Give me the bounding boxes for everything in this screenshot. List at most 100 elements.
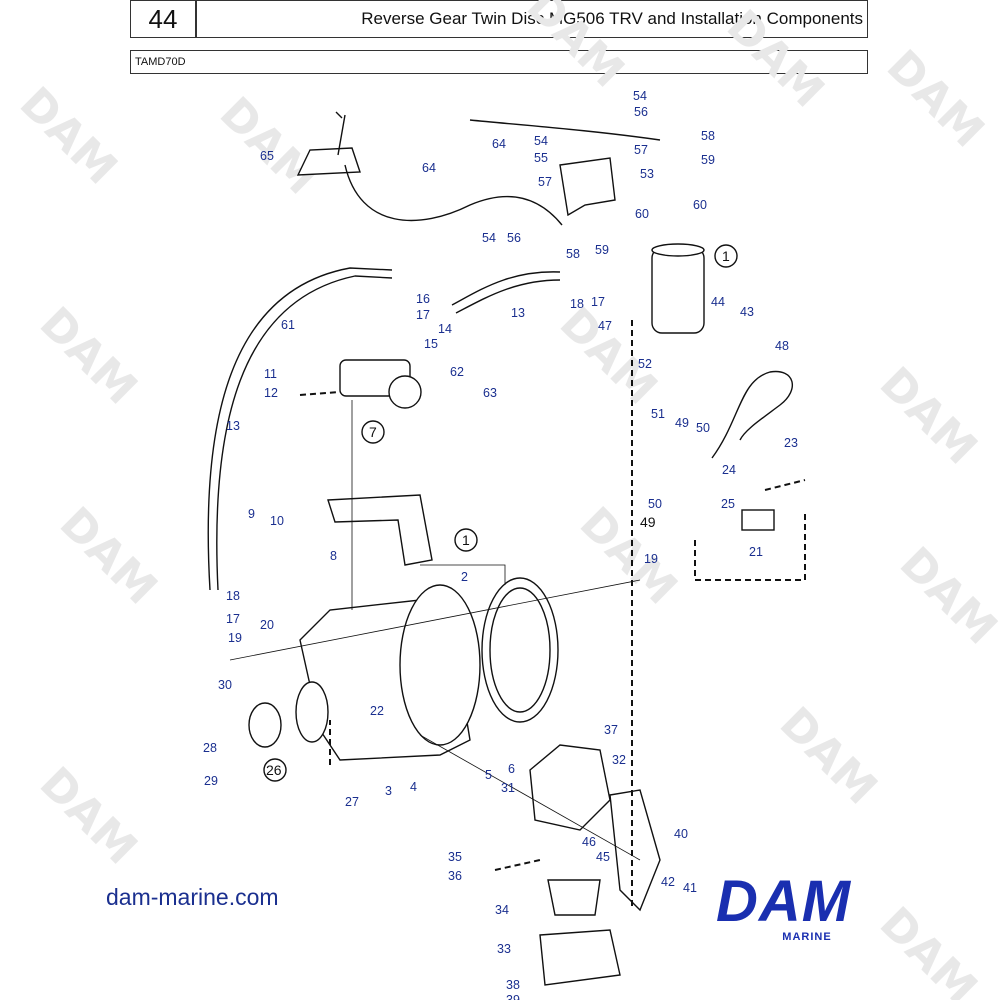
part-label: 4 <box>410 780 417 794</box>
clutch-disc-outer <box>481 577 559 723</box>
part-label: 2 <box>461 570 468 584</box>
part-label: 30 <box>218 678 232 692</box>
part-label: 65 <box>260 149 274 163</box>
page-title: Reverse Gear Twin Disc MG506 TRV and Ins… <box>196 0 868 38</box>
oil-hose-long <box>207 267 393 591</box>
part-label: 8 <box>330 549 337 563</box>
control-lever-arm <box>335 111 346 156</box>
part-label: 50 <box>648 497 662 511</box>
connection-line <box>299 391 341 396</box>
part-label: 58 <box>701 129 715 143</box>
part-label: 11 <box>264 367 277 381</box>
part-label: 64 <box>492 137 506 151</box>
part-label: 38 <box>506 978 520 992</box>
watermark: DAM <box>210 88 327 205</box>
brand-logo: DAM MARINE <box>716 873 898 944</box>
support-bracket <box>609 789 661 912</box>
oil-hose-long-outer <box>216 275 393 591</box>
connection-line <box>494 859 541 871</box>
part-label: 14 <box>438 322 452 336</box>
oil-filter-top <box>651 243 705 257</box>
part-label: 54 <box>482 231 496 245</box>
part-label: 45 <box>596 850 610 864</box>
part-label: 16 <box>416 292 430 306</box>
watermark: DAM <box>30 758 147 875</box>
part-label: 46 <box>582 835 596 849</box>
part-label: 39 <box>506 993 520 1000</box>
output-flange <box>248 702 282 748</box>
part-label: 27 <box>345 795 359 809</box>
part-label: 63 <box>483 386 497 400</box>
engine-model: TAMD70D <box>130 50 868 74</box>
mount-base <box>539 929 621 986</box>
callout-circle <box>454 528 478 552</box>
part-label: 43 <box>740 305 754 319</box>
part-label: 47 <box>598 319 612 333</box>
part-label: 54 <box>534 134 548 148</box>
callout-circle <box>361 420 385 444</box>
part-label: 22 <box>370 704 384 718</box>
control-lever-housing <box>296 147 361 176</box>
part-label: 40 <box>674 827 688 841</box>
part-label: 48 <box>775 339 789 353</box>
callout-label: 7 <box>369 424 377 440</box>
part-label: 49 <box>640 514 656 530</box>
part-label: 59 <box>595 243 609 257</box>
part-label: 53 <box>640 167 654 181</box>
part-labels: 65 64 64 54 56 54 55 58 57 59 57 53 60 6… <box>203 89 798 1000</box>
part-label: 28 <box>203 741 217 755</box>
part-label: 52 <box>638 357 652 371</box>
watermark: DAM <box>570 498 687 615</box>
part-label: 37 <box>604 723 618 737</box>
leader-line <box>229 579 641 661</box>
engine-mount-bracket <box>529 744 611 831</box>
part-label: 49 <box>675 416 689 430</box>
part-label: 42 <box>661 875 675 889</box>
leader-line <box>419 734 641 861</box>
part-label: 6 <box>508 762 515 776</box>
part-label: 18 <box>570 297 584 311</box>
watermark: DAM <box>877 41 994 158</box>
part-label: 10 <box>270 514 284 528</box>
part-label: 12 <box>264 386 278 400</box>
website-link[interactable]: dam-marine.com <box>106 884 279 910</box>
watermark: DAM <box>890 538 1000 655</box>
oil-pump-head <box>388 375 422 409</box>
part-label: 59 <box>701 153 715 167</box>
leader-line <box>420 564 506 585</box>
part-label: 24 <box>722 463 736 477</box>
connection-line <box>764 479 806 491</box>
part-label: 60 <box>693 198 707 212</box>
part-label: 17 <box>591 295 605 309</box>
part-label: 3 <box>385 784 392 798</box>
part-label: 19 <box>644 552 658 566</box>
part-label: 62 <box>450 365 464 379</box>
connection-line <box>694 510 806 581</box>
part-label: 13 <box>226 419 240 433</box>
part-label: 31 <box>501 781 515 795</box>
watermark: DAM <box>770 698 887 815</box>
watermark: DAM <box>30 298 147 415</box>
watermark: DAM <box>50 498 167 615</box>
part-label: 55 <box>534 151 548 165</box>
rubber-mount <box>547 879 601 916</box>
part-label: 17 <box>226 612 240 626</box>
part-label: 54 <box>633 89 647 103</box>
part-label: 61 <box>281 318 295 332</box>
part-label: 50 <box>696 421 710 435</box>
flange-plate <box>295 681 329 743</box>
oil-hose-short <box>451 271 561 306</box>
part-label: 44 <box>711 295 725 309</box>
part-label: 23 <box>784 436 798 450</box>
part-label: 25 <box>721 497 735 511</box>
part-label: 15 <box>424 337 438 351</box>
part-label: 56 <box>634 105 648 119</box>
clutch-plate <box>399 584 481 746</box>
part-label: 18 <box>226 589 240 603</box>
cable-bracket <box>559 157 616 217</box>
parts-drawing <box>207 111 806 986</box>
watermark: DAM <box>517 0 634 97</box>
brand-subtitle: MARINE <box>782 931 832 943</box>
part-label: 51 <box>651 407 665 421</box>
